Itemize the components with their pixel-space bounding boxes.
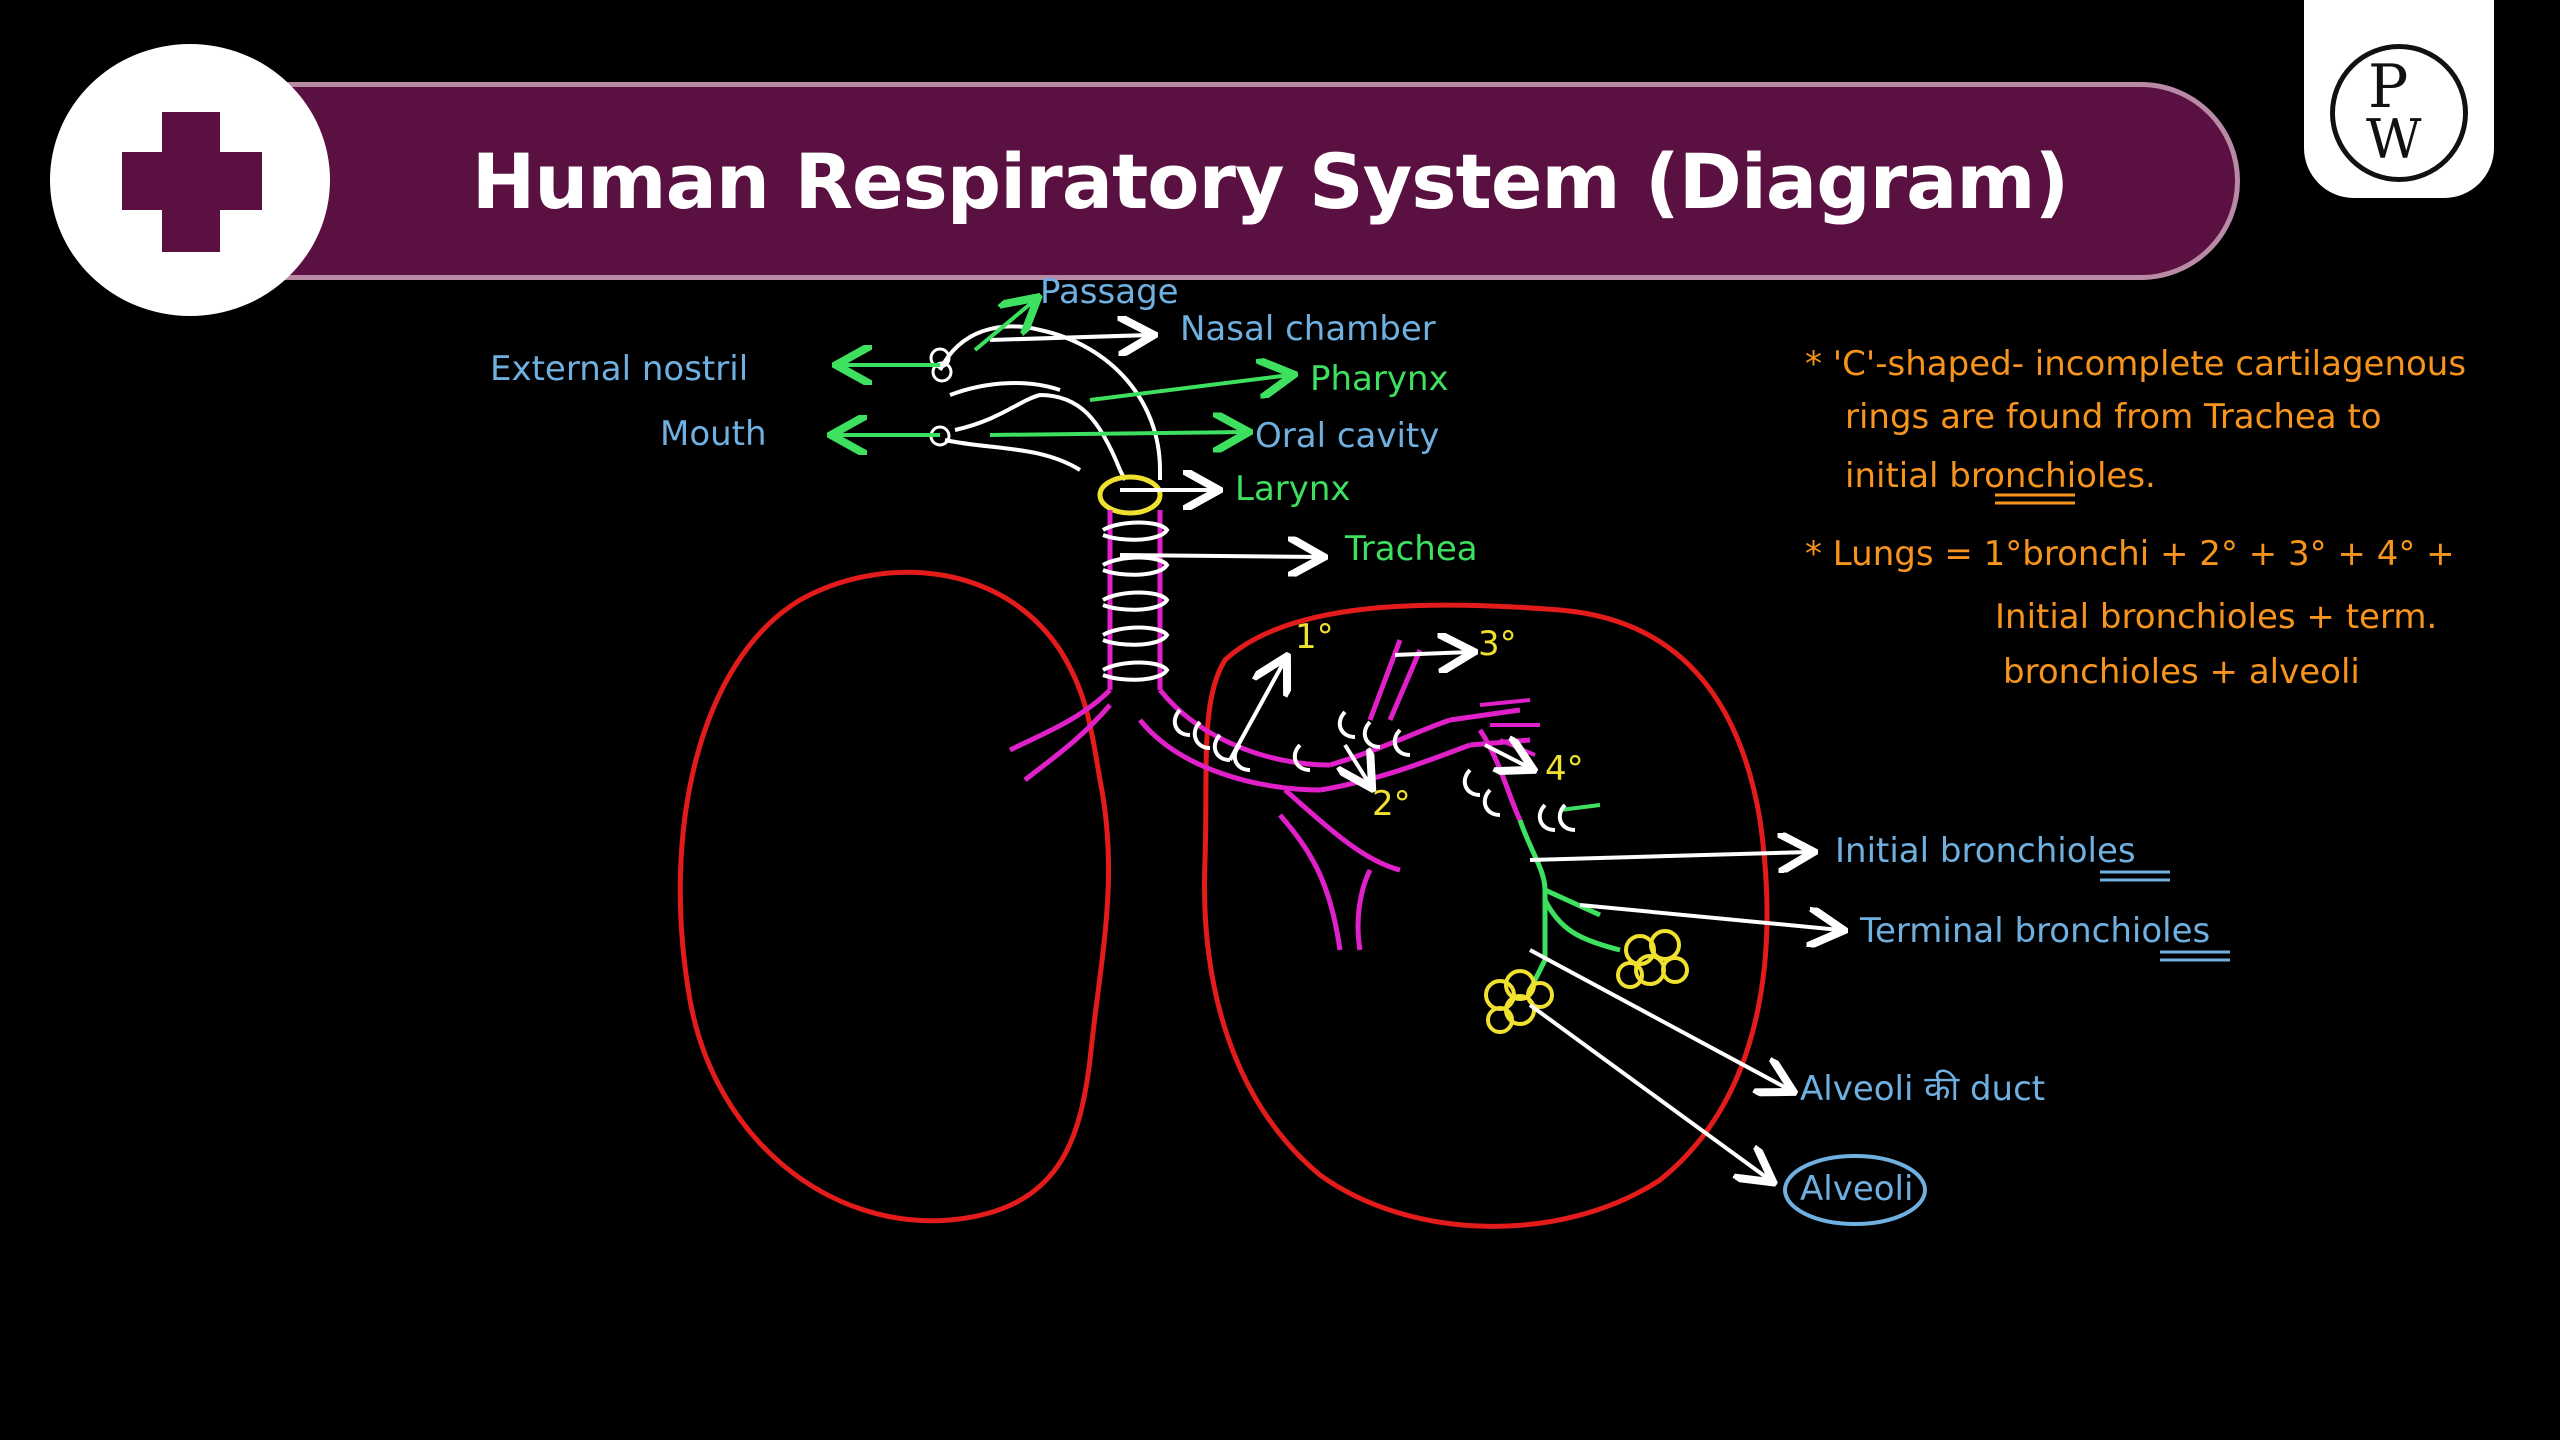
medical-cross-icon-bar [122, 152, 262, 210]
alveoli-clusters [1484, 929, 1689, 1034]
label-larynx: Larynx [1235, 469, 1351, 509]
note-lungs-line2: Initial bronchioles + term. [1995, 597, 2437, 637]
larynx-ring [1097, 474, 1163, 516]
pw-logo-ring [2330, 44, 2468, 182]
note-cartilage-line1: * 'C'-shaped- incomplete cartilagenous [1805, 344, 2466, 384]
page-title: Human Respiratory System (Diagram) [471, 136, 2070, 226]
bronchi-rings [1172, 708, 1576, 832]
label-alveoli: Alveoli [1800, 1169, 1913, 1209]
label-primary-bronchi: 1° [1295, 617, 1334, 657]
label-nasal-chamber: Nasal chamber [1180, 309, 1436, 349]
note-lungs-line3: bronchioles + alveoli [2003, 652, 2360, 692]
pw-logo-letter-w: W [2366, 108, 2422, 171]
bronchioles [1517, 819, 1621, 992]
label-terminal-bronchioles: Terminal bronchioles [1859, 911, 2210, 951]
label-alveoli-duct: Alveoli की duct [1800, 1069, 2045, 1109]
trachea-rings [1101, 520, 1170, 682]
label-trachea: Trachea [1344, 529, 1478, 569]
note-cartilage-line2: rings are found from Trachea to [1845, 397, 2382, 437]
left-lung-outline [677, 569, 1112, 1224]
label-tertiary-bronchi: 3° [1478, 624, 1517, 664]
note-lungs-line1: * Lungs = 1°bronchi + 2° + 3° + 4° + [1805, 534, 2455, 574]
label-quaternary-bronchi: 4° [1545, 749, 1584, 789]
label-passage: Passage [1040, 272, 1179, 312]
note-cartilage-line3: initial bronchioles. [1845, 456, 2156, 496]
pw-logo-letter-p: P [2368, 52, 2409, 122]
label-initial-bronchioles: Initial bronchioles [1835, 831, 2136, 871]
label-secondary-bronchi: 2° [1372, 784, 1411, 824]
label-pharynx: Pharynx [1310, 359, 1449, 399]
label-oral-cavity: Oral cavity [1255, 416, 1439, 456]
trachea [1107, 510, 1163, 690]
label-mouth: Mouth [660, 414, 767, 454]
title-banner [230, 82, 2240, 280]
right-lung-outline [1202, 602, 1770, 1229]
label-external-nostril: External nostril [490, 349, 748, 389]
